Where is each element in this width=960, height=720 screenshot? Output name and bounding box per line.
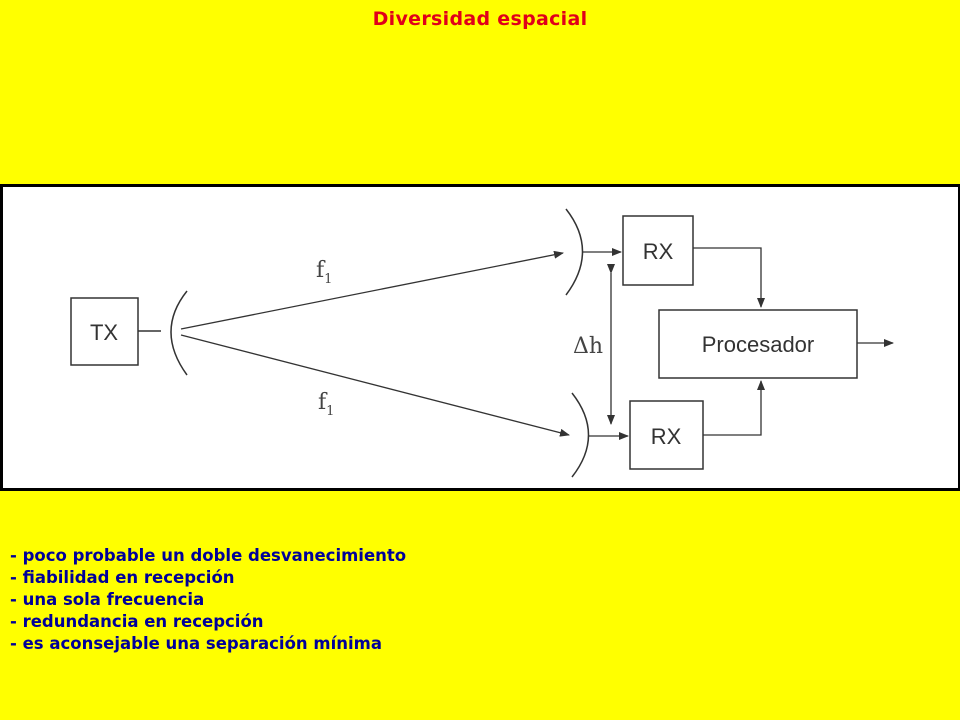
tx-label: TX <box>90 320 118 345</box>
list-item: - fiabilidad en recepción <box>10 568 235 587</box>
rx-bottom-antenna-icon <box>571 392 590 478</box>
path-bottom <box>180 334 570 437</box>
processor-box <box>658 309 858 379</box>
feature-list: - poco probable un doble desvanecimiento… <box>10 545 406 655</box>
list-item: - una sola frecuencia <box>10 590 205 609</box>
list-item: - redundancia en recepción <box>10 612 264 631</box>
processor-label: Procesador <box>702 332 815 357</box>
spatial-diversity-diagram: TX f1 f1 RX RX Δh Procesador <box>70 208 894 478</box>
page-title: Diversidad espacial <box>372 8 588 30</box>
freq-label-top: f1 <box>316 258 332 287</box>
rx-bottom-label: RX <box>651 424 682 449</box>
freq-label-bottom: f1 <box>318 390 334 419</box>
rx-top-label: RX <box>643 239 674 264</box>
diagram-panel: TX f1 f1 RX RX Δh Procesador <box>0 184 960 491</box>
rx-bottom-to-processor-line <box>703 380 765 436</box>
rx-top-box <box>622 215 694 286</box>
rx-bottom-box <box>629 400 704 470</box>
tx-antenna-icon <box>170 290 188 376</box>
path-top <box>180 250 564 330</box>
rx-top-to-processor-line <box>693 247 765 308</box>
list-item: - es aconsejable una separación mínima <box>10 634 382 653</box>
rx-top-antenna-icon <box>565 208 584 296</box>
list-item: - poco probable un doble desvanecimiento <box>10 546 407 565</box>
separation-label: Δh <box>573 334 603 359</box>
tx-box <box>70 297 139 366</box>
